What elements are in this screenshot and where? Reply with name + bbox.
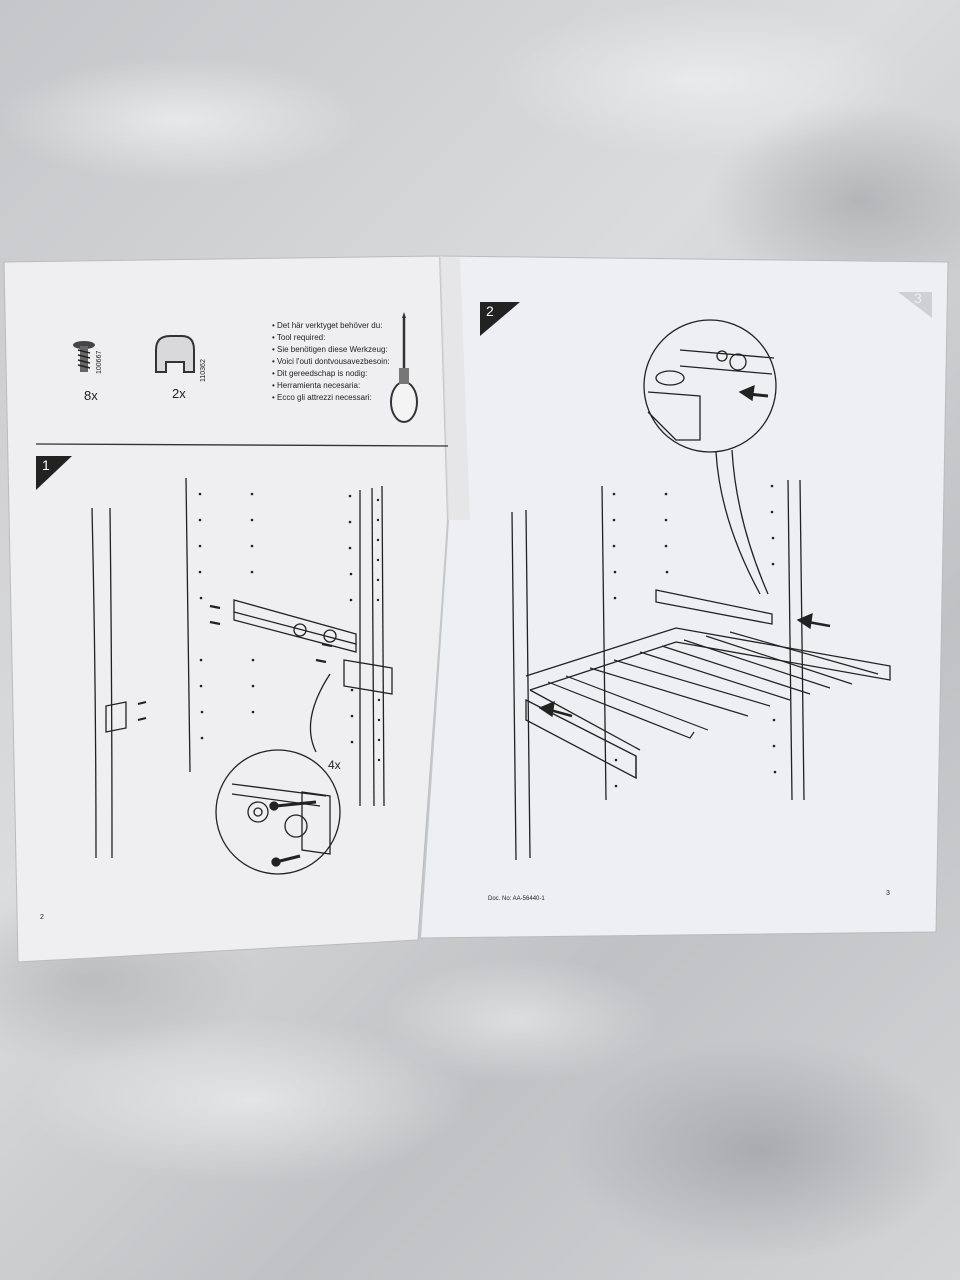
tool-line: • Ecco gli attrezzi necessari: <box>272 393 372 402</box>
detail-quantity: 4x <box>328 758 341 772</box>
step1-number: 1 <box>42 457 50 473</box>
tool-line: • Sie benötigen diese Werkzeug: <box>272 345 388 354</box>
page-number-left: 2 <box>40 914 44 921</box>
screw-icon <box>73 341 95 372</box>
part-qty-screw: 8x <box>84 388 98 403</box>
part-qty-cap: 2x <box>172 386 186 401</box>
step1-badge <box>36 456 72 490</box>
step1-illustration <box>91 477 393 875</box>
step2-illustration <box>511 319 891 861</box>
step3-badge-faded <box>898 292 932 318</box>
tool-line: • Dit gereedschap is nodig: <box>272 369 368 378</box>
part-code-screw: 100667 <box>96 350 103 374</box>
tool-line: • Herramienta necesaria: <box>272 381 361 390</box>
step3-number-faded: 3 <box>914 290 922 306</box>
tool-line: • Voici l'outi dontvousavezbesoin: <box>272 357 390 366</box>
header-divider <box>35 443 449 447</box>
page-number-right: 3 <box>886 890 890 897</box>
tool-line: • Tool required: <box>272 333 326 342</box>
part-code-cap: 110362 <box>200 359 207 382</box>
step2-badge <box>480 302 520 336</box>
tool-line: • Det här verktyget behöver du: <box>272 321 383 330</box>
doc-number: Doc. No: AA-56440-1 <box>488 896 545 902</box>
screwdriver-icon <box>390 312 418 423</box>
step2-number: 2 <box>486 303 494 319</box>
rail-cap-icon <box>155 335 195 373</box>
